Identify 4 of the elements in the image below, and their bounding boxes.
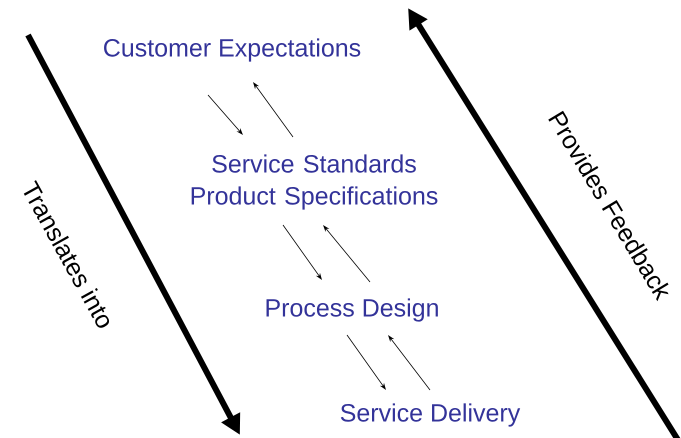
step-text: Service Delivery: [340, 403, 520, 427]
step-text: Customer Expectations: [104, 38, 360, 62]
step-text: Service Standards Product Specifications: [192, 154, 438, 210]
step-text: Process Design: [266, 298, 438, 322]
